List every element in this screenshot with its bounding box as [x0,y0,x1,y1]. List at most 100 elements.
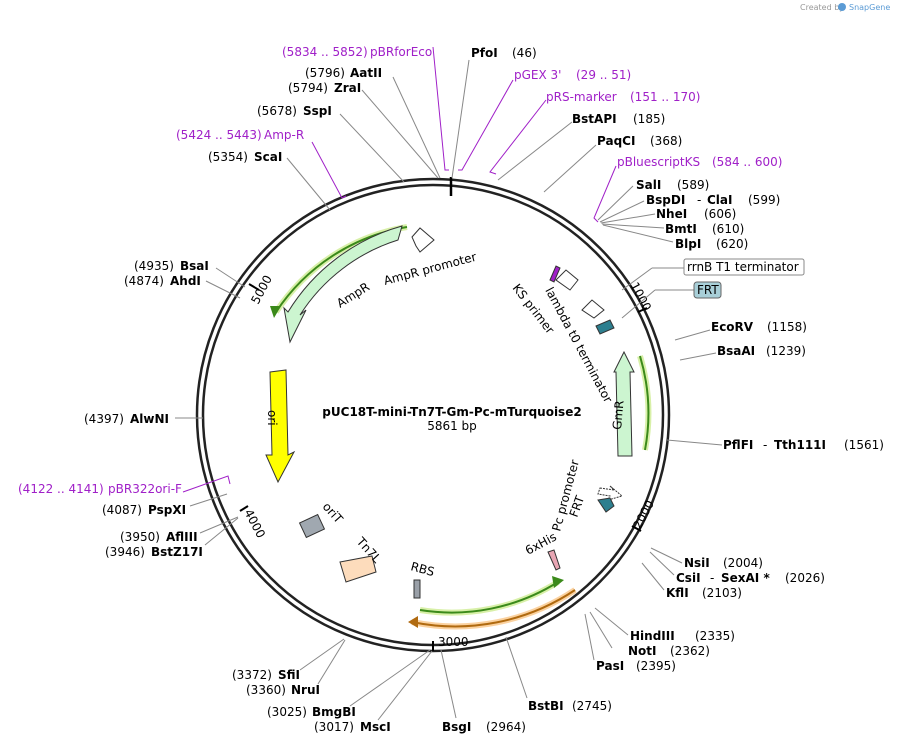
svg-text:ZraI: ZraI [334,81,361,95]
svg-text:ClaI: ClaI [707,193,732,207]
site-pflfi-tth111i[interactable]: PflFI - Tth111I (1561) [666,438,884,452]
site-sspi[interactable]: SspI (5678) [257,104,405,183]
svg-text:AatII: AatII [350,66,382,80]
site-nrui[interactable]: NruI (3360) [246,639,346,697]
site-bspdi-clai[interactable]: BspDI - ClaI (599) [599,193,780,223]
svg-text:(1561): (1561) [844,438,884,452]
site-pasi[interactable]: PasI (2395) [584,613,676,673]
frt-lower-feature[interactable] [597,497,615,513]
svg-text:(2026): (2026) [785,571,825,585]
site-bstz17i[interactable]: BstZ17I (3946) [105,517,239,559]
svg-text:PspXI: PspXI [148,503,186,517]
svg-text:(2004): (2004) [723,556,763,570]
svg-text:(610): (610) [712,222,744,236]
svg-text:-: - [697,193,701,207]
orit-feature[interactable] [298,513,326,539]
plasmid-name: pUC18T-mini-Tn7T-Gm-Pc-mTurquoise2 [322,405,581,419]
primer-pbrforeco[interactable]: (5834 .. 5852) pBRforEco [282,45,449,171]
pc-promoter-feature[interactable] [597,485,624,501]
site-pspxi[interactable]: PspXI (4087) [102,493,228,517]
site-noti[interactable]: NotI (2362) [589,611,710,658]
site-nhei[interactable]: NheI (606) [600,207,736,224]
site-bmgbi[interactable]: BmgBI (3025) [267,649,431,719]
site-blpi[interactable]: BlpI (620) [602,224,748,251]
site-bsgi[interactable]: BsgI (2964) [440,649,526,734]
svg-text:AhdI: AhdI [170,274,201,288]
site-bsai[interactable]: BsaI (4935) [134,259,246,288]
tick-5000: 5000 [248,273,275,307]
svg-text:pGEX 3': pGEX 3' [514,68,561,82]
primer-pbr322ori-f[interactable]: (4122 .. 4141) pBR322ori-F [18,475,231,496]
svg-text:(29 .. 51): (29 .. 51) [576,68,631,82]
svg-text:PfoI: PfoI [471,46,498,60]
site-sfii[interactable]: SfiI (3372) [232,638,345,682]
ampr-promoter-label: AmpR promoter [382,250,478,288]
bp-ticks: 1000 2000 3000 4000 5000 [239,273,657,651]
site-bsaai[interactable]: BsaAI (1239) [679,344,806,361]
frt-box-label: FRT [697,283,719,297]
svg-text:SalI: SalI [636,178,661,192]
svg-text:pBluescriptKS: pBluescriptKS [617,155,700,169]
frt-upper-feature[interactable] [595,319,615,335]
site-ecorv[interactable]: EcoRV (1158) [674,320,807,341]
svg-text:(3360): (3360) [246,683,286,697]
tn7l-feature[interactable] [339,555,377,583]
svg-text:BlpI: BlpI [675,237,701,251]
site-pfoi[interactable]: PfoI (46) [451,46,537,179]
ampr-feature[interactable] [283,225,403,344]
primer-amp-r[interactable]: (5424 .. 5443) Amp-R [176,128,347,199]
tick-2000: 2000 [630,498,657,532]
svg-text:Amp-R: Amp-R [264,128,304,142]
svg-text:(46): (46) [512,46,537,60]
rrnb-box[interactable] [683,258,805,276]
gmr-orf-line [639,355,650,451]
rrnb-t1-feature[interactable] [555,269,579,291]
orit-label: oriT [320,500,346,527]
lambda-t0-label: lambda t0 terminator [542,285,615,405]
primer-prs-marker[interactable]: pRS-marker (151 .. 170) [489,90,700,175]
site-aatii[interactable]: AatII (5796) [305,66,441,179]
site-paqci[interactable]: PaqCI (368) [543,134,682,193]
ampr-orf-arrowhead [270,306,281,318]
svg-text:(5354): (5354) [208,150,248,164]
site-afliii[interactable]: AflIII (3950) [120,516,239,544]
ori-feature[interactable] [265,369,296,484]
svg-text:KflI: KflI [666,586,689,600]
site-bstapi[interactable]: BstAPI (185) [497,112,665,181]
svg-text:PasI: PasI [596,659,624,673]
site-zrai[interactable]: ZraI (5794) [288,81,439,179]
site-ahdi[interactable]: AhdI (4874) [124,274,241,299]
lambda-t0-feature[interactable] [581,299,605,319]
svg-text:(5834 .. 5852): (5834 .. 5852) [282,45,368,59]
svg-text:PaqCI: PaqCI [597,134,635,148]
frt-box[interactable] [693,281,722,299]
site-sali[interactable]: SalI (589) [597,178,709,221]
mturquoise-arrowhead [552,576,564,588]
ori-label: ori [265,410,279,426]
svg-text:CsiI: CsiI [676,571,701,585]
site-nsii[interactable]: NsiI (2004) [650,547,763,570]
site-msci[interactable]: MscI (3017) [314,650,433,734]
site-bstbi[interactable]: BstBI (2745) [505,636,612,713]
site-kfli[interactable]: KflI (2103) [641,562,742,600]
rbs-feature[interactable] [413,579,421,599]
primer-pgex3[interactable]: pGEX 3' (29 .. 51) [458,68,631,171]
svg-text:pBRforEco: pBRforEco [370,45,432,59]
site-hindiii[interactable]: HindIII (2335) [594,607,735,643]
svg-text:(3946): (3946) [105,545,145,559]
ks-primer-feature[interactable] [549,265,561,283]
svg-text:AlwNI: AlwNI [130,412,169,426]
his-feature[interactable] [547,549,561,571]
ampr-promoter-feature[interactable] [411,227,435,253]
site-csii-sexai[interactable]: CsiI - SexAI * (2026) [649,551,825,585]
site-bmti[interactable]: BmtI (610) [601,222,744,236]
svg-text:NotI: NotI [628,644,657,658]
gmr-feature[interactable] [613,350,635,457]
site-scai[interactable]: ScaI (5354) [208,150,331,211]
site-alwni[interactable]: AlwNI (4397) [84,412,203,426]
svg-text:(4087): (4087) [102,503,142,517]
primer-pbluescriptks[interactable]: pBluescriptKS (584 .. 600) [593,155,782,223]
svg-text:(3017): (3017) [314,720,354,734]
svg-text:(3372): (3372) [232,668,272,682]
svg-text:pBR322ori-F: pBR322ori-F [108,482,182,496]
